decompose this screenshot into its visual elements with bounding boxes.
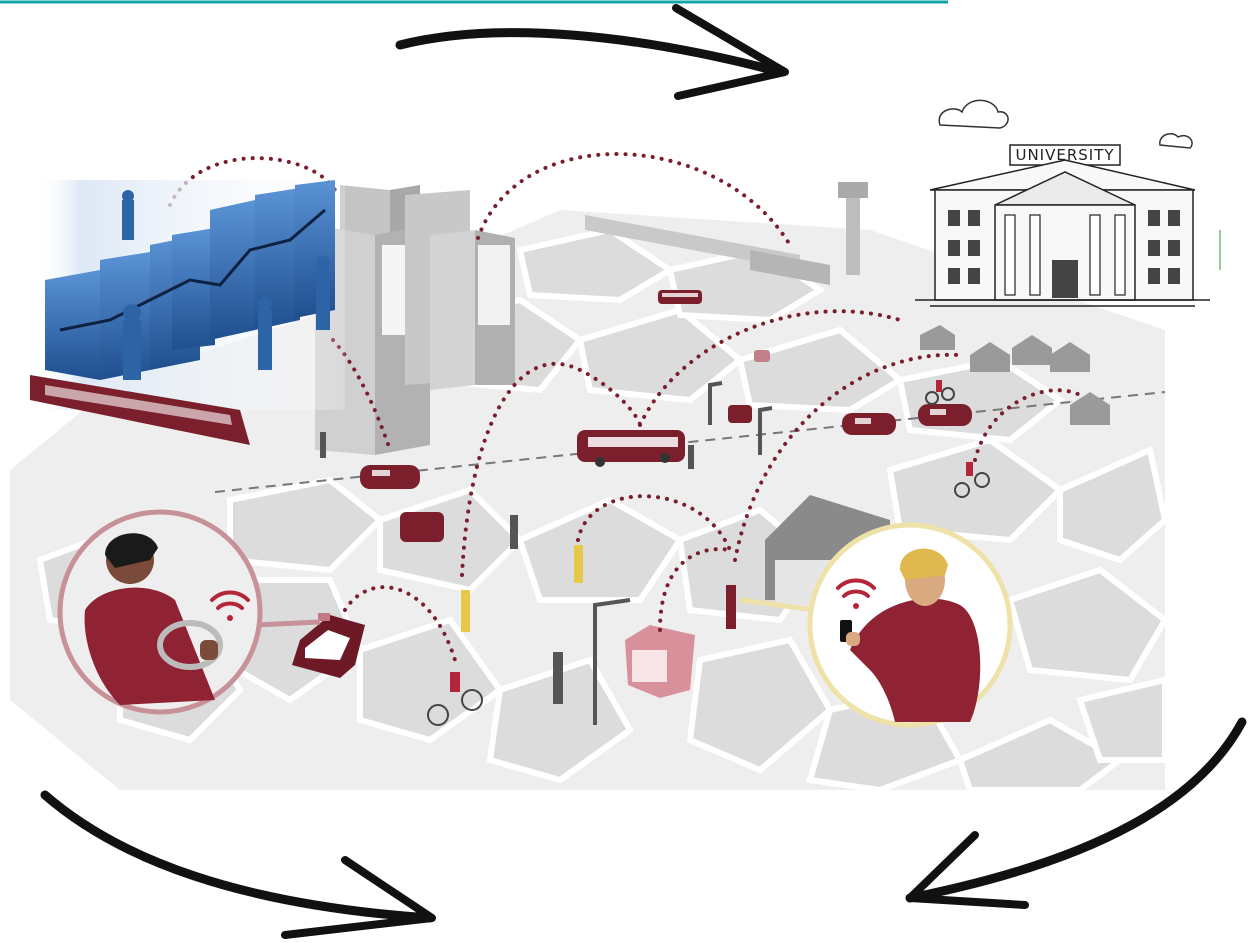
cyclists — [427, 387, 990, 726]
bus-small — [658, 290, 702, 304]
wifi-icon — [210, 590, 250, 621]
driver-portrait — [57, 509, 321, 715]
cycle-arrows — [40, 4, 1247, 939]
taxi — [292, 613, 365, 678]
bus-main — [577, 430, 685, 467]
university-sign-text: UNIVERSITY — [1015, 146, 1114, 164]
cycle-arrow — [40, 790, 436, 939]
train — [30, 375, 250, 445]
smartphone-user-portrait — [739, 522, 1013, 728]
pink-van — [625, 625, 695, 698]
pedestrians — [320, 432, 736, 704]
university-sketch: UNIVERSITY — [915, 99, 1221, 307]
street-lamps — [593, 381, 773, 725]
cycle-arrow — [395, 4, 789, 100]
airport — [585, 182, 868, 285]
business-growth-illustration — [30, 180, 345, 445]
cycle-arrow — [905, 717, 1247, 909]
wifi-icon — [836, 578, 876, 609]
